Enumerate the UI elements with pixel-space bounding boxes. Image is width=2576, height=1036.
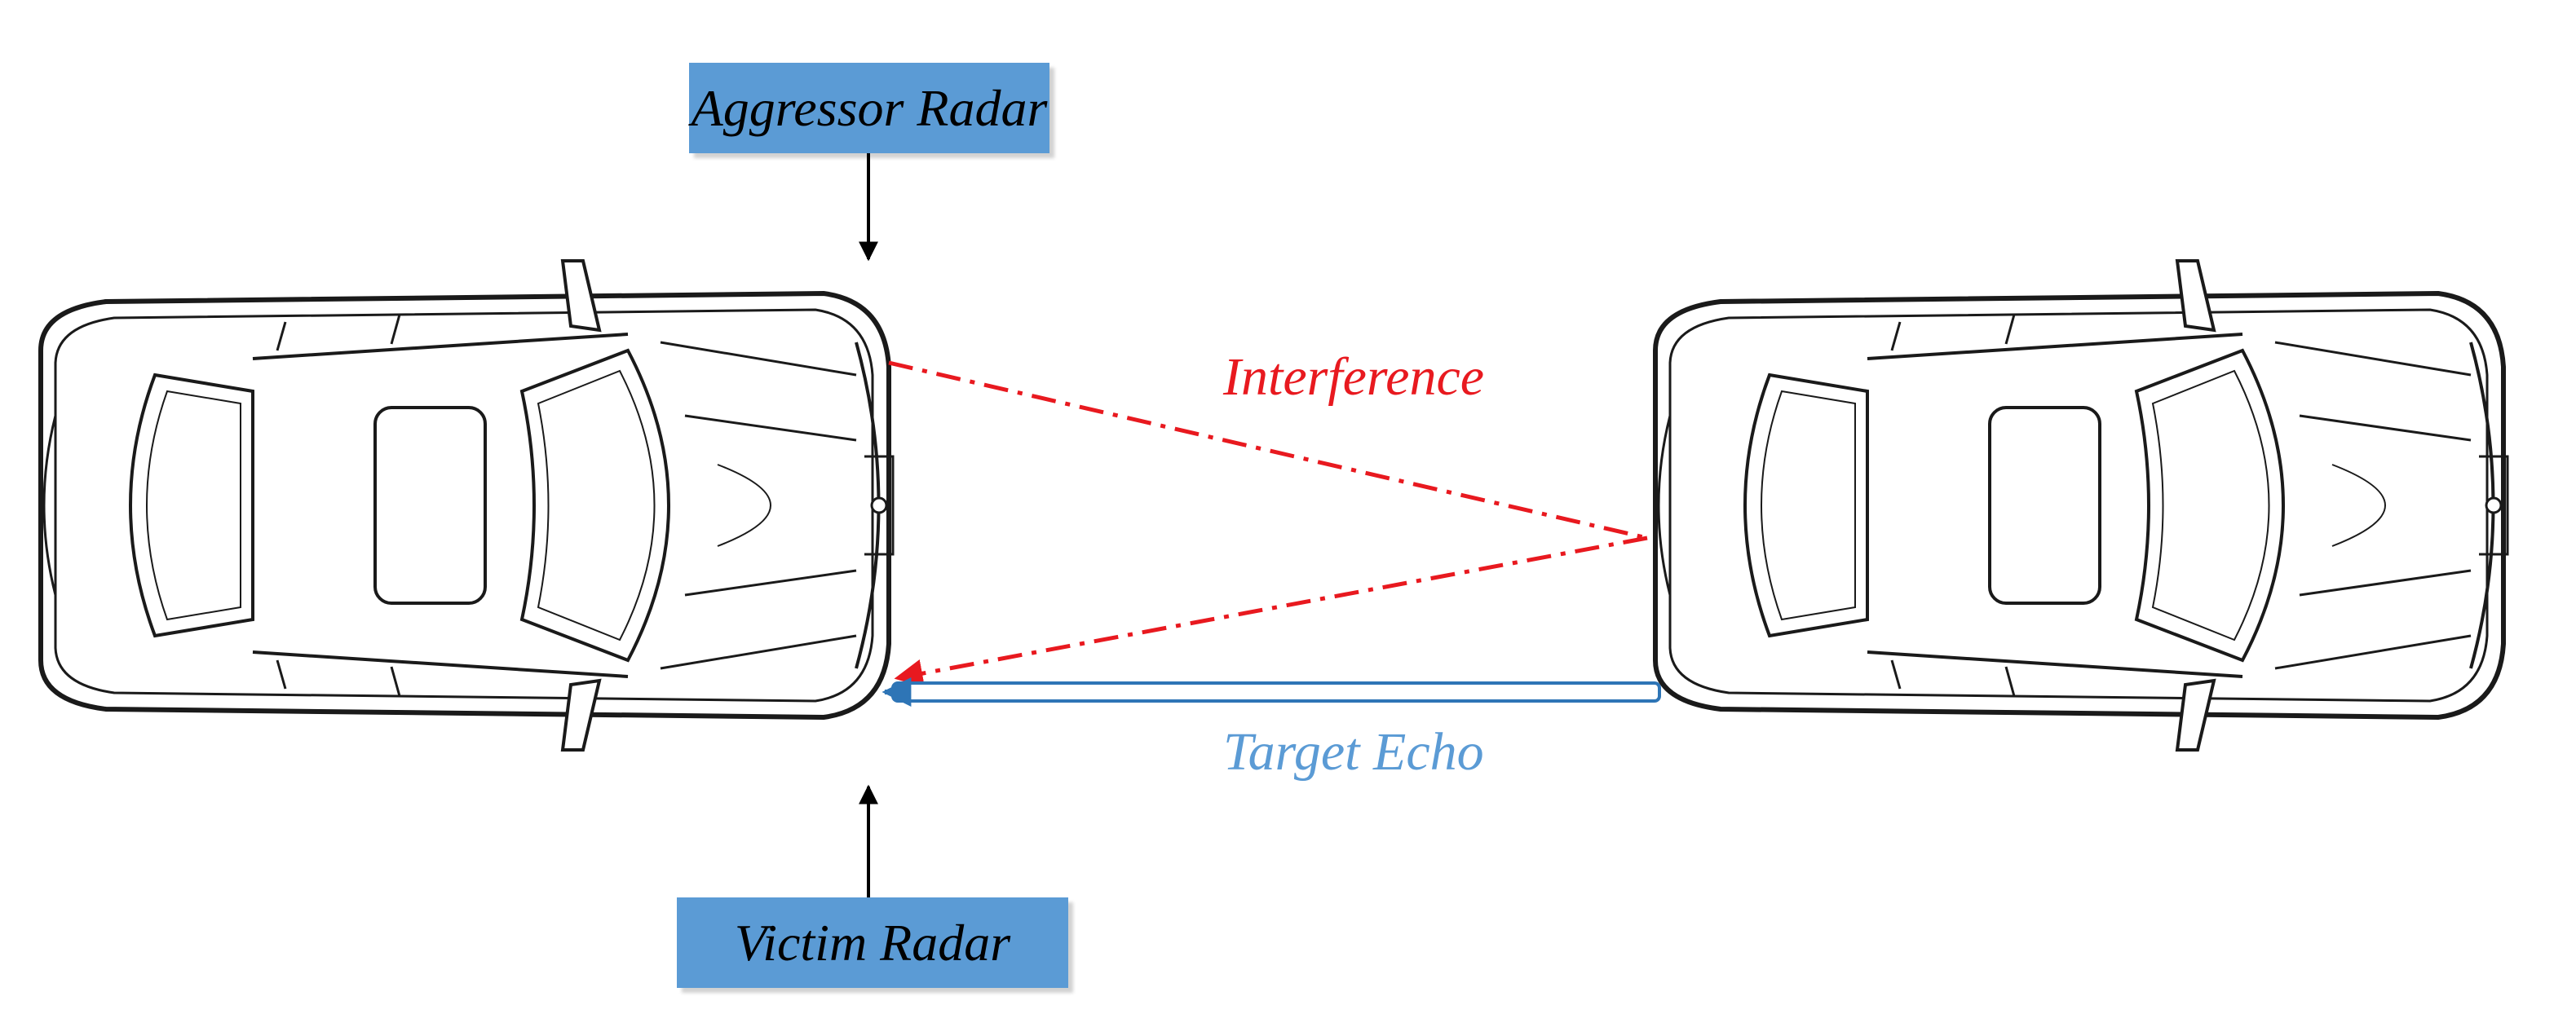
aggressor-radar-text: Aggressor Radar [691,78,1048,137]
interference-path-outgoing [888,360,1648,540]
victim-radar-label: Victim Radar [677,897,1068,988]
right-car [1655,261,2508,750]
target-echo-label: Target Echo [1223,722,1484,782]
aggressor-radar-label: Aggressor Radar [689,63,1049,153]
target-echo-band [891,681,1661,703]
interference-path-incoming [894,536,1648,688]
victim-radar-text: Victim Radar [734,913,1011,972]
left-car [41,261,893,750]
interference-label: Interference [1223,347,1485,407]
